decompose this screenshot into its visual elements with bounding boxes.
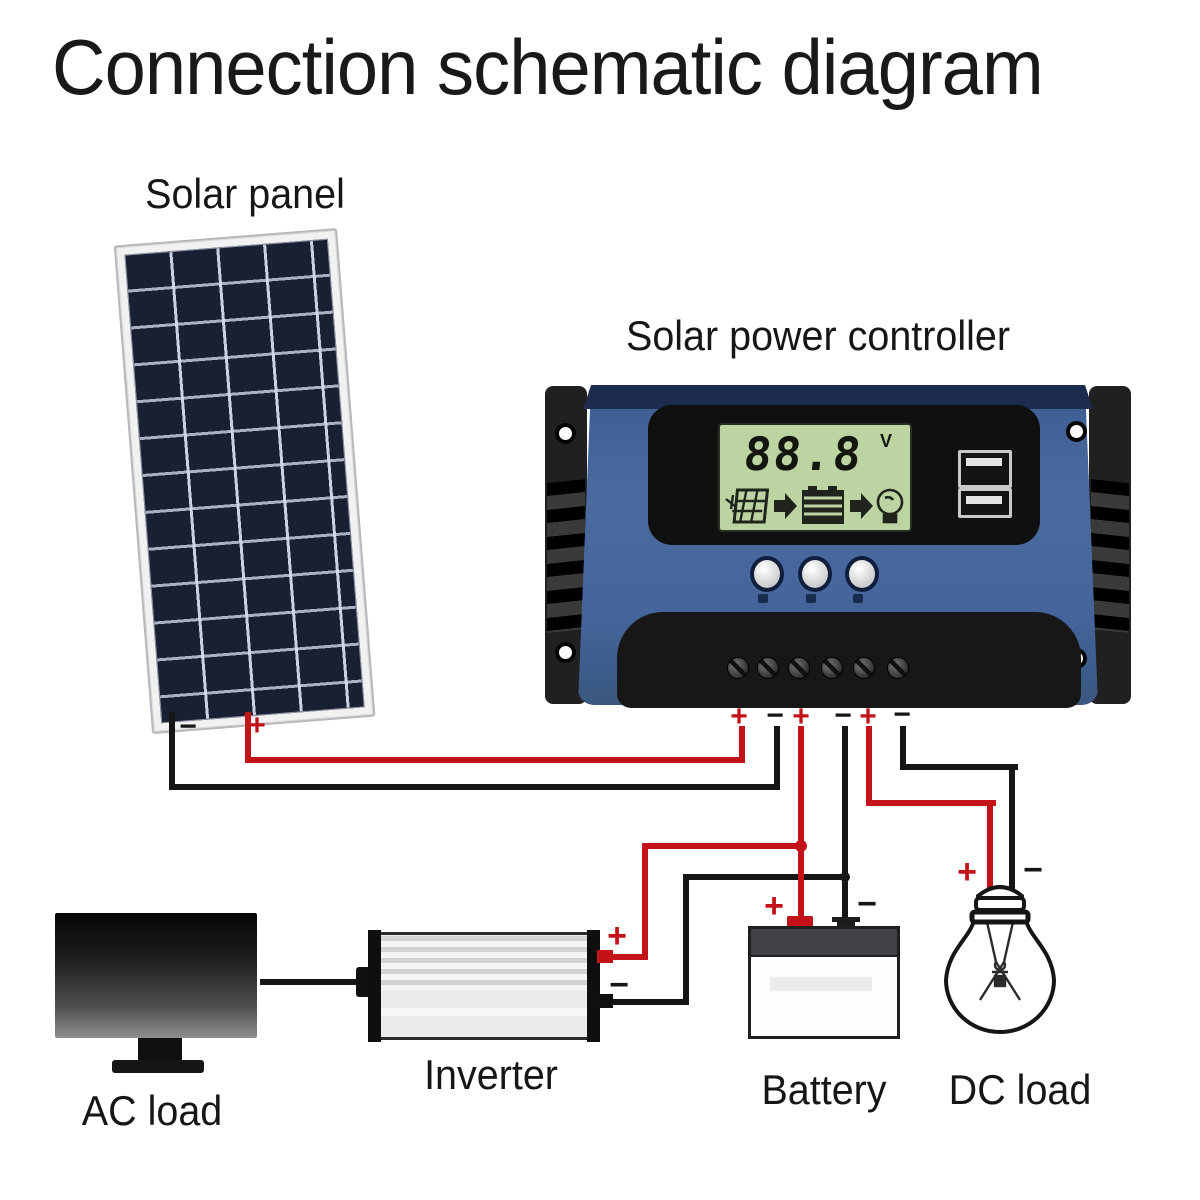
solar-panel-icon	[725, 488, 770, 524]
terminal-screw-6[interactable]	[887, 657, 909, 679]
ac-load-monitor	[55, 913, 257, 1038]
usb-port-1[interactable]	[958, 450, 1012, 488]
wire-inv-neg-v	[683, 874, 689, 1005]
wire-inv-pos-h1	[642, 843, 804, 849]
dc-load-plus-label: +	[957, 853, 977, 891]
button-label-glyph	[758, 594, 768, 603]
terminal-screw-1[interactable]	[727, 657, 749, 679]
monitor-stand-base	[112, 1060, 204, 1073]
inverter-plus-label: +	[607, 917, 627, 955]
up-button[interactable]	[798, 556, 832, 592]
terminal-polarity-1: +	[730, 700, 748, 733]
lcd-display: 88.8 V	[718, 423, 912, 532]
wire-dc-neg-v1	[900, 726, 906, 770]
battery-minus-post	[837, 920, 855, 929]
battery-plus-label: +	[764, 887, 784, 925]
screw-hole-top-right	[1066, 421, 1087, 442]
wire-dc-pos-v1	[866, 726, 872, 806]
wire-pv-neg-v	[169, 712, 175, 790]
battery-top-band	[751, 929, 897, 957]
arrow-right-icon	[850, 493, 873, 519]
bulb-icon	[876, 488, 904, 524]
wire-dc-pos-v2	[987, 800, 993, 890]
terminal-block	[617, 612, 1081, 708]
wire-pv-neg-stub	[774, 726, 780, 790]
solar-panel	[113, 228, 376, 735]
inverter-right-cap	[587, 930, 600, 1042]
terminal-polarity-2: −	[766, 699, 784, 732]
screw-hole-top-left	[555, 423, 576, 444]
junction-dot-positive	[795, 840, 807, 852]
screw-hole-bottom-left	[555, 642, 576, 663]
wire-pv-pos-stub	[739, 726, 745, 763]
solar-panel-cells	[124, 238, 365, 724]
junction-dot-negative	[840, 872, 850, 882]
pv-minus-label: −	[179, 710, 197, 743]
usb-port-2[interactable]	[958, 488, 1012, 518]
bulb-screw-cap	[969, 885, 1031, 925]
inverter	[356, 928, 614, 1046]
battery-icon	[802, 486, 844, 524]
wire-bat-pos-v	[798, 726, 804, 922]
bulb-filament	[978, 921, 1022, 1001]
arrow-right-icon	[774, 493, 797, 519]
label-dc-load: DC load	[948, 1066, 1092, 1113]
pv-plus-label: +	[248, 709, 266, 742]
heatsink-fins-left	[547, 479, 585, 633]
terminal-screw-3[interactable]	[788, 657, 810, 679]
wire-inv-pos-h2	[601, 954, 648, 960]
wire-dc-neg-h	[900, 764, 1018, 770]
label-battery: Battery	[761, 1066, 887, 1113]
down-button[interactable]	[845, 556, 879, 592]
wire-inv-pos-v	[642, 843, 648, 960]
terminal-screw-5[interactable]	[853, 657, 875, 679]
wire-pv-pos-h	[245, 757, 745, 763]
terminal-polarity-4: −	[834, 699, 852, 732]
button-label-glyph	[853, 594, 863, 603]
inverter-minus-post	[597, 994, 613, 1008]
dc-load-minus-label: −	[1023, 851, 1043, 889]
menu-button[interactable]	[750, 556, 784, 592]
wire-inv-neg-h1	[683, 874, 845, 880]
label-controller: Solar power controller	[625, 312, 1011, 359]
wire-pv-pos-v	[245, 712, 251, 763]
terminal-polarity-5: +	[859, 700, 877, 733]
lcd-status-icons	[725, 486, 904, 524]
inverter-lower-stripe	[381, 1008, 587, 1016]
wire-dc-neg-v2	[1009, 764, 1015, 890]
monitor-stand-neck	[138, 1038, 182, 1062]
button-label-glyph	[806, 594, 816, 603]
lcd-voltage-value: 88.8	[741, 427, 866, 481]
terminal-polarity-3: +	[792, 700, 810, 733]
wire-ac-load	[260, 979, 362, 985]
battery-plus-post	[787, 916, 813, 929]
label-solar-panel: Solar panel	[145, 170, 345, 217]
inverter-plus-post	[597, 950, 613, 963]
terminal-screw-4[interactable]	[821, 657, 843, 679]
wire-bat-neg-v	[842, 726, 848, 924]
inverter-ribs	[381, 936, 587, 990]
lcd-voltage-unit: V	[880, 431, 893, 451]
wire-pv-neg-h	[169, 784, 780, 790]
solar-power-controller: 88.8 V	[545, 378, 1131, 712]
usb-tongue	[966, 496, 1002, 504]
terminal-screw-2[interactable]	[757, 657, 779, 679]
dc-load-bulb	[943, 885, 1057, 1034]
inverter-left-cap	[368, 930, 381, 1042]
heatsink-fins-right	[1091, 479, 1129, 633]
battery-minus-label: −	[857, 885, 877, 923]
battery-faint-text	[770, 977, 872, 991]
label-inverter: Inverter	[424, 1051, 558, 1098]
battery	[748, 915, 900, 1040]
inverter-minus-label: −	[609, 966, 629, 1004]
usb-tongue	[966, 458, 1002, 466]
battery-minus-cap	[832, 917, 860, 922]
wire-inv-neg-h2	[607, 999, 689, 1005]
label-ac-load: AC load	[81, 1087, 223, 1134]
wire-dc-pos-h	[866, 800, 996, 806]
page-title: Connection schematic diagram	[52, 23, 1044, 111]
controller-right-flange	[1089, 386, 1131, 704]
